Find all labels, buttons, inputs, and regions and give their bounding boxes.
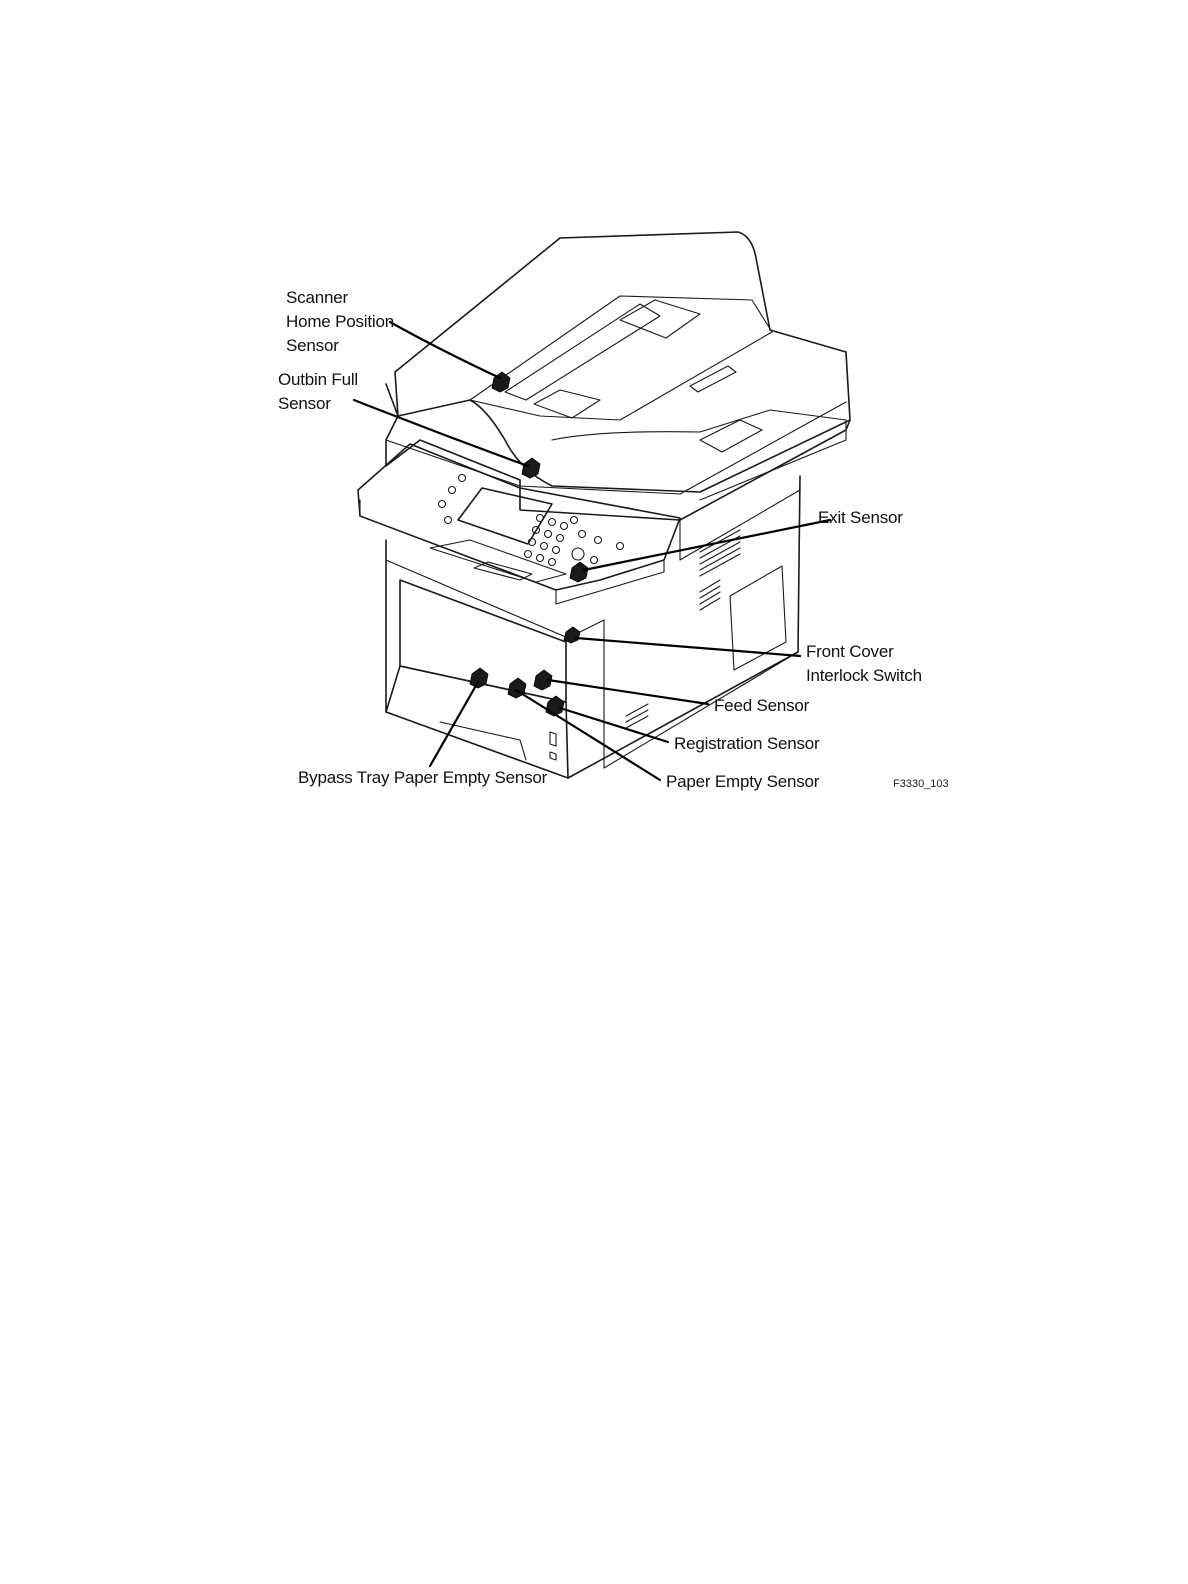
scanner-body [386,384,850,520]
adf-paper-guide-upper [620,300,700,338]
adf-paper-guide-lower [534,390,600,418]
front-cover-switch-icon [564,627,580,643]
adf-handle [690,366,736,392]
leader-bypass-tray [430,682,478,766]
label-line: Paper Empty Sensor [666,770,819,794]
outbin-full-sensor-icon [522,458,540,478]
label-line: Sensor [278,392,358,416]
label-registration-sensor: Registration Sensor [674,732,820,756]
output-bin [430,540,566,582]
adf-input-tray [470,296,772,420]
leader-feed [548,680,708,704]
adf-top-cover [395,232,850,492]
label-exit-sensor: Exit Sensor [818,506,903,530]
label-line: Feed Sensor [714,694,809,718]
adf-output-tray [552,410,846,500]
paper-tray-level-indicator [550,732,556,760]
adf-stopper [700,420,762,452]
label-line: Home Position [286,310,394,334]
side-vent-bottom [626,704,648,728]
label-front-cover-interlock-switch: Front Cover Interlock Switch [806,640,922,688]
leader-front-cover [576,638,800,656]
label-paper-empty-sensor: Paper Empty Sensor [666,770,819,794]
scanner-lid-seam [386,402,846,494]
figure-id: F3330_103 [893,778,949,790]
label-bypass-tray-paper-empty-sensor: Bypass Tray Paper Empty Sensor [298,766,547,790]
label-outbin-full-sensor: Outbin Full Sensor [278,368,358,416]
exit-sensor-icon [570,562,588,582]
label-line: Bypass Tray Paper Empty Sensor [298,766,547,790]
side-vent-lower [700,580,720,610]
label-scanner-home-position-sensor: Scanner Home Position Sensor [286,286,394,358]
leader-exit [584,520,830,570]
adf-feed-slot [505,304,660,400]
label-line: Sensor [286,334,394,358]
label-line: Scanner [286,286,394,310]
leader-registration [560,708,668,742]
label-line: Registration Sensor [674,732,820,756]
touch-screen [458,488,552,544]
label-feed-sensor: Feed Sensor [714,694,809,718]
label-line: Outbin Full [278,368,358,392]
label-line: Interlock Switch [806,664,922,688]
label-line: Front Cover [806,640,922,664]
label-line: Exit Sensor [818,506,903,530]
